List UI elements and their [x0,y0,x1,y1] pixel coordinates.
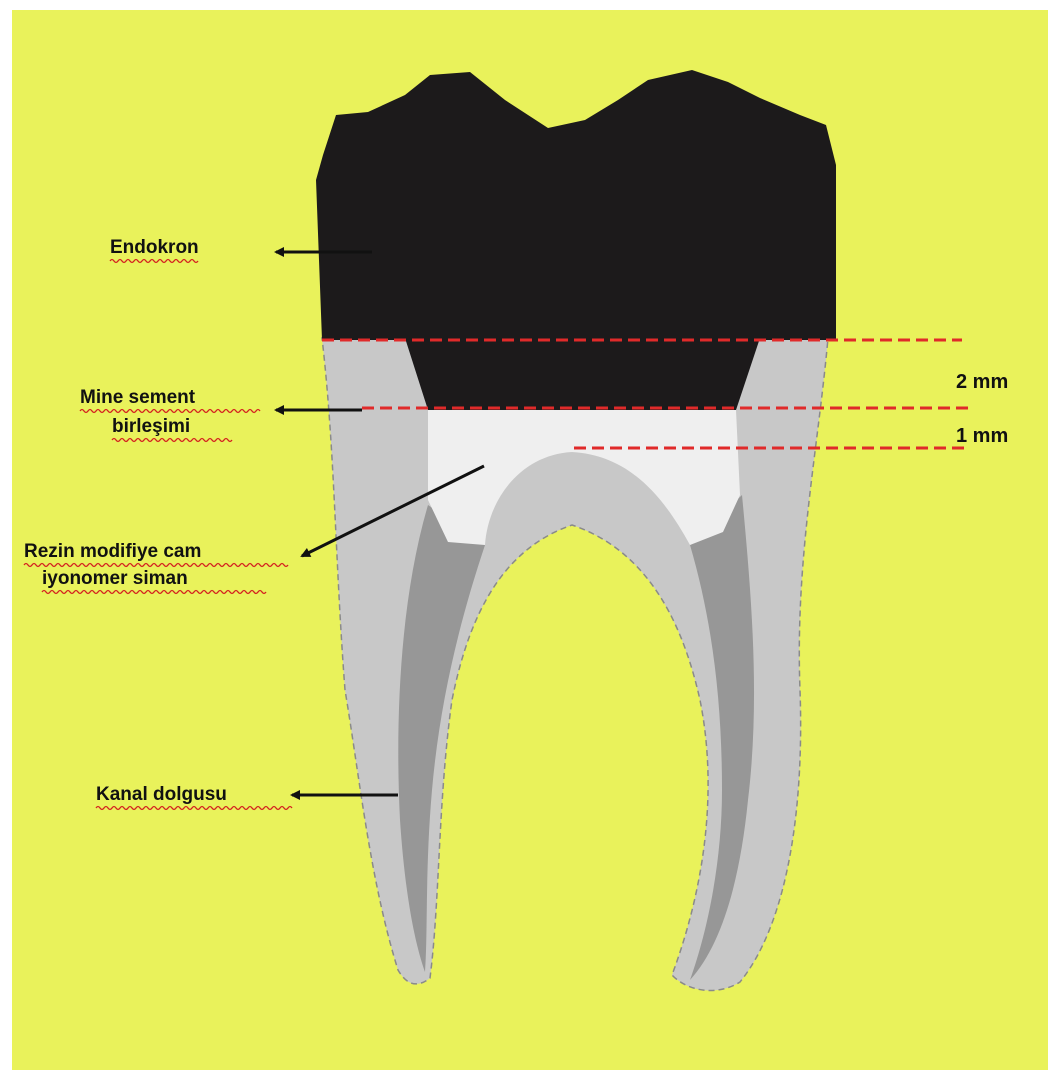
squiggle-endocrown [110,260,198,263]
squiggle-cej-line1 [80,410,260,413]
label-cement-line2: iyonomer siman [42,568,188,589]
label-cej-line2: birleşimi [112,416,190,437]
label-canal-filling: Kanal dolgusu [96,784,227,805]
measurement-1mm: 1 mm [956,425,1008,447]
squiggle-cement-line1 [24,564,288,567]
label-endocrown: Endokron [110,237,199,258]
squiggle-cement-line2 [42,591,266,594]
label-cement-line1: Rezin modifiye cam [24,541,201,562]
squiggle-cej-line2 [112,439,232,442]
squiggle-canal-filling [96,807,292,810]
label-cej-line1: Mine sement [80,387,196,408]
measurement-2mm: 2 mm [956,371,1008,393]
